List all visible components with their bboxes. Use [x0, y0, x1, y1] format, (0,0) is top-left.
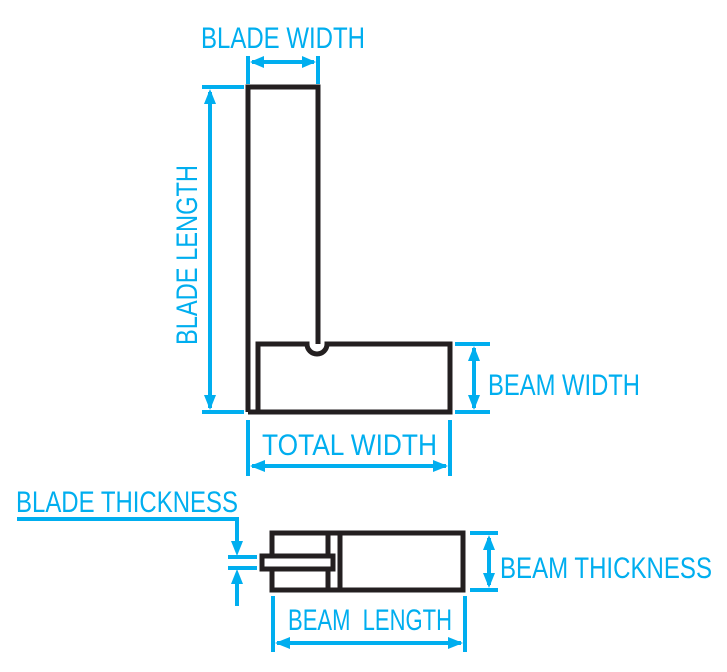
blade-length-dimension: BLADE LENGTH	[171, 85, 244, 414]
blade-length-label: BLADE LENGTH	[171, 165, 204, 345]
beam-width-label: BEAM WIDTH	[488, 369, 640, 402]
blade-width-dimension: BLADE WIDTH	[201, 22, 365, 84]
total-width-label: TOTAL WIDTH	[262, 429, 437, 462]
blade-thickness-dimension: BLADE THICKNESS	[16, 486, 257, 606]
square-side-view	[259, 530, 466, 593]
blade-side-outline	[259, 553, 336, 572]
total-width-dimension: TOTAL WIDTH	[246, 420, 452, 476]
beam-thickness-label: BEAM THICKNESS	[500, 552, 712, 585]
blade-thickness-label: BLADE THICKNESS	[16, 486, 238, 519]
beam-thickness-dimension: BEAM THICKNESS	[470, 531, 712, 592]
blade-width-label: BLADE WIDTH	[201, 22, 365, 55]
beam-width-dimension: BEAM WIDTH	[455, 342, 640, 414]
blade-outline	[245, 84, 321, 412]
square-front-view	[245, 84, 453, 415]
beam-length-label: BEAM LENGTH	[288, 604, 452, 637]
beam-length-dimension: BEAM LENGTH	[271, 596, 467, 652]
beam-outline	[255, 341, 453, 415]
